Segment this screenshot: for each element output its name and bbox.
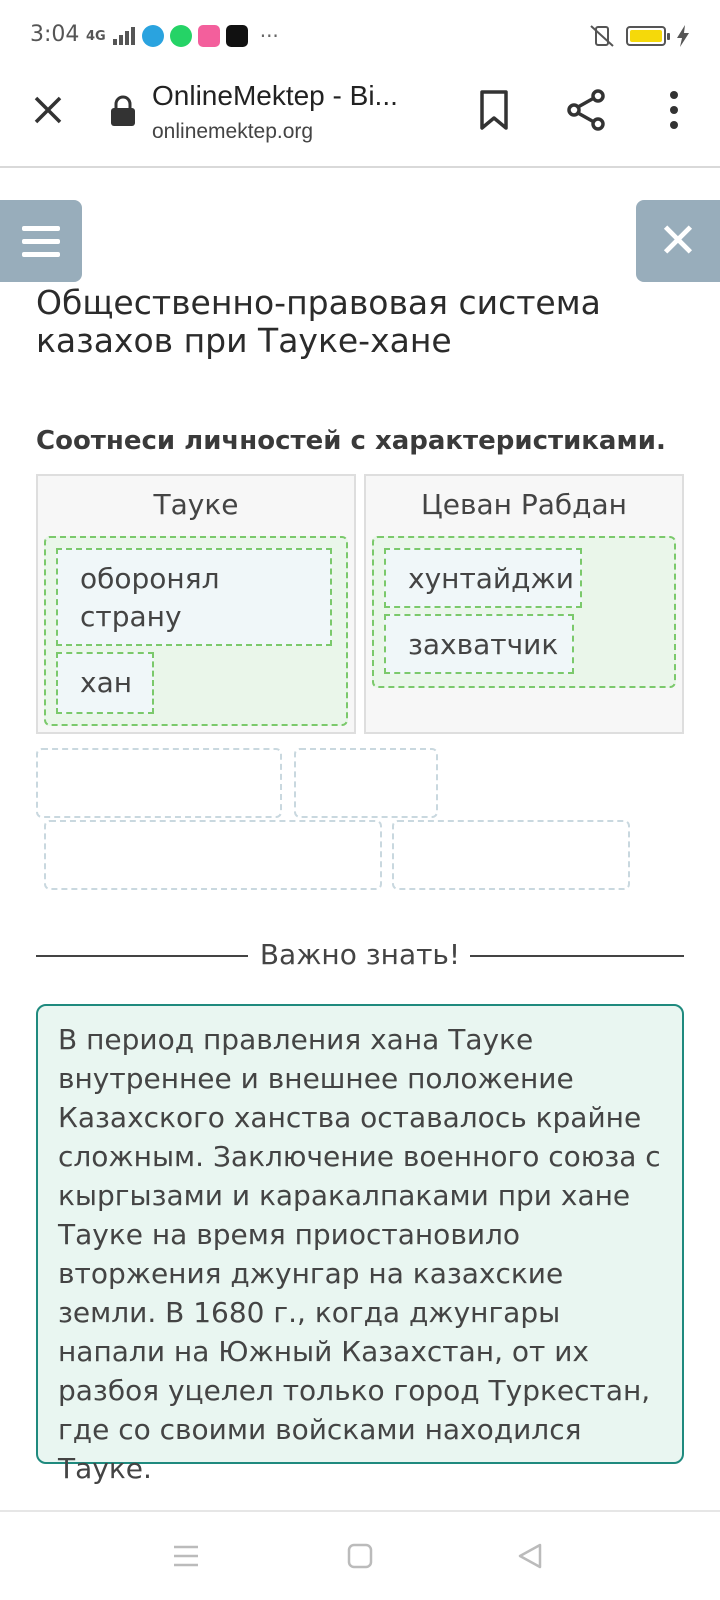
network-label: 4G: [86, 28, 106, 44]
heart-app-icon: [197, 25, 220, 47]
task-title: Соотнеси личностей с характеристиками.: [36, 426, 666, 456]
whatsapp-icon: [169, 25, 192, 47]
more-icon[interactable]: [656, 88, 692, 132]
answer-card[interactable]: хан: [56, 652, 154, 714]
status-time: 3:04: [30, 22, 80, 47]
drop-zone-tauke[interactable]: оборонял страну хан: [44, 536, 348, 726]
column-tsevan-rabdan: Цеван Рабдан хунтайджи захватчик: [364, 474, 684, 734]
column-tauke: Тауке оборонял страну хан: [36, 474, 356, 734]
more-notifications-icon: ···: [259, 24, 279, 48]
empty-answer-slot[interactable]: [36, 748, 282, 818]
lesson-title: Общественно-правовая система казахов при…: [36, 283, 601, 360]
url-text[interactable]: onlinemektep.org: [152, 120, 314, 143]
recent-apps-icon[interactable]: [172, 1542, 200, 1570]
status-bar: 3:04 4G ···: [0, 0, 720, 72]
important-divider: Важно знать!: [36, 938, 684, 978]
hamburger-icon: [22, 225, 60, 231]
battery-icon: [626, 26, 670, 46]
lock-icon: [111, 95, 135, 126]
back-icon[interactable]: [516, 1542, 544, 1570]
important-label: Важно знать!: [259, 938, 461, 971]
signal-icon: [112, 27, 135, 45]
empty-answer-slot[interactable]: [294, 748, 438, 818]
info-box: В период правления хана Тауке внутреннее…: [36, 1004, 684, 1485]
home-icon[interactable]: [346, 1542, 374, 1570]
bookmark-icon[interactable]: [474, 88, 514, 132]
column-header: Тауке: [153, 488, 239, 521]
charging-icon: [677, 25, 689, 47]
empty-answer-slot[interactable]: [392, 820, 630, 890]
column-header: Цеван Рабдан: [421, 488, 627, 521]
status-right: [588, 22, 690, 50]
empty-answer-slot[interactable]: [44, 820, 382, 890]
telegram-icon: [141, 25, 164, 47]
answer-card[interactable]: оборонял страну: [56, 548, 332, 646]
close-lesson-button[interactable]: ✕: [636, 200, 720, 282]
answer-card[interactable]: хунтайджи: [384, 548, 582, 608]
mute-vibrate-icon: [590, 25, 614, 47]
share-icon[interactable]: [564, 88, 608, 132]
page-title-text[interactable]: OnlineMektep - Bi...: [152, 80, 398, 111]
close-icon[interactable]: [28, 90, 68, 130]
answer-card[interactable]: захватчик: [384, 614, 574, 674]
system-nav-bar: [0, 1510, 720, 1600]
drop-zone-tsevan-rabdan[interactable]: хунтайджи захватчик: [372, 536, 676, 688]
menu-button[interactable]: [0, 200, 82, 282]
browser-toolbar: OnlineMektep - Bi... onlinemektep.org: [0, 72, 720, 168]
tiktok-icon: [225, 25, 248, 47]
status-icons: 4G ···: [86, 22, 279, 50]
